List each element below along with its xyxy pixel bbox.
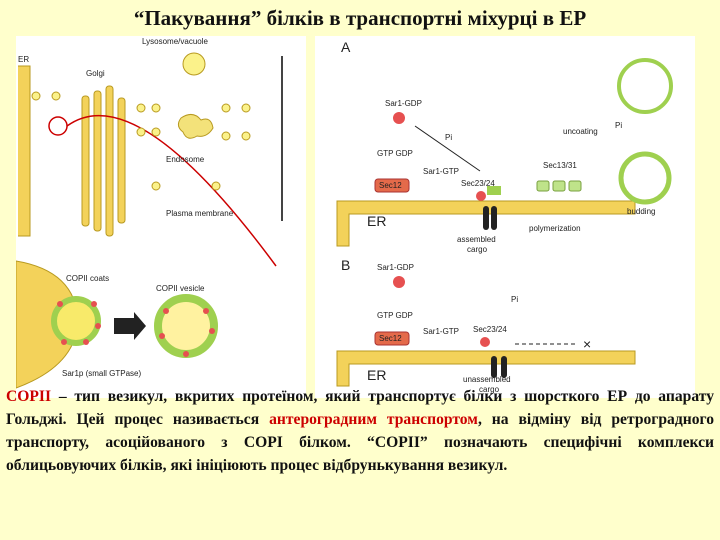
sar1-gtp-b-label: Sar1-GTP — [423, 327, 459, 336]
gtp-gdp-a-label: GTP GDP — [377, 149, 413, 158]
budding-vesicle-a — [618, 151, 672, 205]
anterograde-term: антероградним транспортом — [269, 411, 478, 428]
assembled-cargo-label: cargo — [467, 245, 488, 254]
no-budding-x: × — [583, 336, 591, 352]
page-title: “Пакування” білків в транспортні міхурці… — [133, 6, 587, 30]
cargo-assembly-a — [476, 186, 501, 230]
panel-a-label: A — [341, 39, 351, 55]
gtp-gdp-b-label: GTP GDP — [377, 311, 413, 320]
highlight-circle — [48, 116, 68, 136]
sec2324-a-label: Sec23/24 — [461, 179, 495, 188]
golgi-stack — [81, 85, 126, 237]
assembled-label: assembled — [457, 235, 496, 244]
secretory-pathway-figure: ER Golgi Lysosome/vacuole Endosome Plasm… — [15, 36, 306, 398]
sar1-gdp-b — [393, 276, 405, 288]
copii-vesicle — [154, 294, 218, 358]
pi2-a-label: Pi — [615, 121, 622, 130]
sar1-gdp-a — [393, 112, 405, 124]
budding-label: budding — [627, 207, 655, 216]
plasma-membrane-label: Plasma membrane — [166, 209, 234, 218]
golgi-label: Golgi — [86, 69, 105, 78]
unassembled-cargo-label: cargo — [479, 385, 500, 394]
sec12-a — [374, 178, 410, 193]
transport-vesicles — [31, 91, 251, 191]
description-text: СОРІІ – тип везикул, вкритих протеїном, … — [6, 385, 714, 477]
polymerization-label: polymerization — [529, 224, 581, 233]
unassembled-label: unassembled — [463, 375, 511, 384]
sec1331-label: Sec13/31 — [543, 161, 577, 170]
unassembled-cargo-b — [480, 337, 507, 378]
polymerization-coat — [536, 180, 582, 192]
arrow-right-icon — [114, 312, 146, 340]
copii-assembly-svg: A ER Sec12 Sar1-GDP Pi GTP GDP Sar1-GTP … — [336, 39, 673, 394]
description-part-4: , на відміну від ретроградного транспорт… — [6, 411, 715, 474]
pi-a-label: Pi — [445, 133, 452, 142]
secretory-pathway-svg: ER Golgi Lysosome/vacuole Endosome Plasm… — [15, 37, 283, 389]
er-membrane-a — [336, 200, 636, 247]
copii-coats-label: COPII coats — [66, 274, 109, 283]
endosome-label: Endosome — [166, 155, 205, 164]
highlight-line — [66, 114, 277, 267]
arrow-sar1-a — [414, 125, 481, 172]
sar1-gdp-a-label: Sar1-GDP — [385, 99, 422, 108]
er-membrane-b — [336, 350, 636, 387]
sec2324-b-label: Sec23/24 — [473, 325, 507, 334]
vesicle-sar1p-dots — [159, 308, 215, 357]
pi-b-label: Pi — [511, 295, 518, 304]
er-b-label: ER — [367, 367, 386, 383]
sar1p-dots — [57, 301, 101, 345]
endosome — [177, 114, 214, 139]
lysosome-label: Lysosome/vacuole — [142, 37, 209, 46]
sec12-b — [374, 331, 410, 346]
sar1-gdp-b-label: Sar1-GDP — [377, 263, 414, 272]
uncoating-label: uncoating — [563, 127, 598, 136]
er-label: ER — [18, 55, 29, 64]
sec12-b-label: Sec12 — [379, 334, 402, 343]
panel-b-label: B — [341, 257, 350, 273]
copii-term: СОРІІ — [6, 388, 52, 405]
budding-vesicle — [51, 296, 101, 346]
coated-vesicle-a — [617, 58, 673, 114]
copii-assembly-figure: A ER Sec12 Sar1-GDP Pi GTP GDP Sar1-GTP … — [315, 36, 695, 398]
er-membrane — [18, 65, 31, 237]
sar1-gtp-a-label: Sar1-GTP — [423, 167, 459, 176]
er-a-label: ER — [367, 213, 386, 229]
copii-vesicle-label: COPII vesicle — [156, 284, 205, 293]
sec12-a-label: Sec12 — [379, 181, 402, 190]
description-part-2: – тип везикул, вкритих протеїном, який т… — [6, 388, 714, 428]
sar1p-label: Sar1p (small GTPase) — [62, 369, 141, 378]
lysosome — [182, 52, 206, 76]
